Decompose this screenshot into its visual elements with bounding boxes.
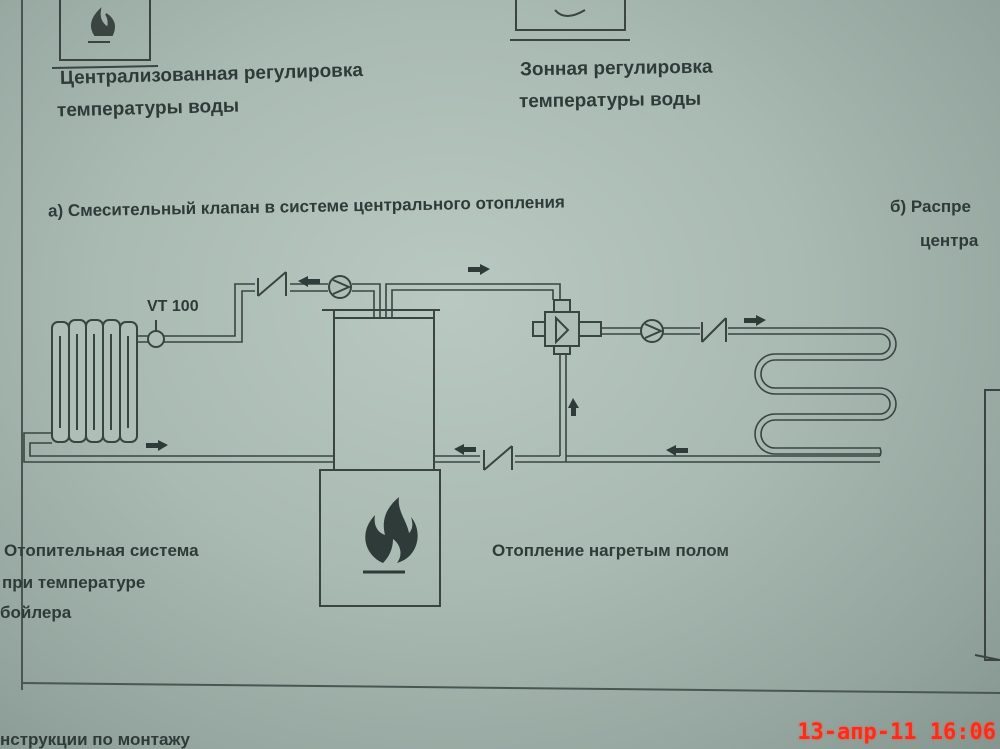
check-valve-right — [701, 317, 727, 343]
floor-heating-label: Отопление нагретым полом — [492, 541, 730, 560]
mixing-valve-icon — [532, 299, 602, 355]
boiler-tank — [319, 309, 441, 607]
camera-timestamp: 13-апр-11 16:06 — [797, 720, 996, 745]
arrow-left-bottom-mid — [454, 444, 476, 455]
pump-right-icon — [640, 319, 664, 343]
arrow-up-mixer — [568, 398, 579, 416]
partial-figure-right — [974, 389, 1000, 661]
flow-arrows — [146, 264, 766, 456]
top-right-caption-line1: Зонная регулировка — [519, 56, 713, 81]
section-b-title-line2: центра — [920, 231, 979, 250]
top-right-caption-line2: температуры воды — [518, 88, 702, 113]
pipe-network — [23, 283, 897, 463]
top-left-caption-line2: температуры воды — [56, 95, 240, 122]
heating-system-label-line1: Отопительная система — [4, 541, 199, 560]
arrow-right-coil — [744, 315, 766, 326]
valve-label: VT 100 — [147, 298, 199, 315]
pump-left-icon — [328, 275, 352, 299]
heating-system-label-line2: при температуре — [2, 573, 146, 592]
top-right-boiler-icon — [510, 0, 630, 41]
heating-system-label-line3: бойлера — [0, 603, 72, 622]
vt100-valve-icon — [147, 320, 165, 348]
arrow-left-bottom-right — [666, 445, 688, 456]
section-b-title-line1: б) Распре — [890, 197, 972, 216]
check-valve-bottom — [483, 445, 513, 471]
bottom-frame-line — [21, 682, 1000, 694]
flame-icon — [365, 497, 418, 563]
arrow-left-top — [298, 276, 320, 287]
arrow-right-bottom-left — [146, 440, 168, 451]
top-left-boiler-icon — [51, 0, 159, 69]
footer-text: нструкции по монтажу — [0, 730, 190, 749]
check-valve-top — [257, 271, 287, 297]
radiator-icon — [51, 319, 138, 443]
arrow-right-top — [468, 264, 490, 275]
